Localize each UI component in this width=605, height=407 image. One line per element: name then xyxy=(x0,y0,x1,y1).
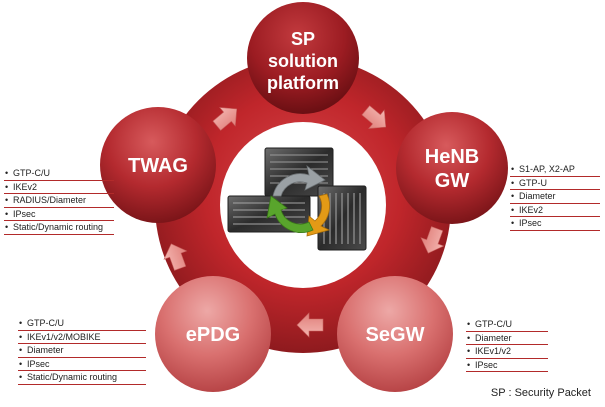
list-item: RADIUS/Diameter xyxy=(4,194,114,208)
node-twag: TWAG xyxy=(100,107,216,223)
flow-arrow-epdg-to-twag xyxy=(163,243,188,271)
flow-arrow-segw-to-epdg xyxy=(296,312,324,338)
list-item: IKEv2 xyxy=(4,181,114,195)
list-item: IPsec xyxy=(466,359,548,373)
list-item: Diameter xyxy=(18,344,146,358)
list-item: GTP-U xyxy=(510,177,600,191)
node-epdg-label: ePDG xyxy=(186,324,240,346)
list-item: Static/Dynamic routing xyxy=(4,221,114,235)
cycle-arrows-icon xyxy=(266,165,331,237)
henb-protocol-list: S1-AP, X2-AP GTP-U Diameter IKEv2 IPsec xyxy=(510,163,600,231)
node-henb-label-line-2: GW xyxy=(435,170,470,192)
flow-arrow-twag-to-sp xyxy=(212,107,238,131)
list-item: Diameter xyxy=(510,190,600,204)
list-item: IPsec xyxy=(4,208,114,222)
list-item: GTP-C/U xyxy=(4,167,114,181)
list-item: IKEv1/v2/MOBIKE xyxy=(18,331,146,345)
node-segw: SeGW xyxy=(337,276,453,392)
node-twag-label: TWAG xyxy=(128,155,188,177)
node-henb-label-line-1: HeNB xyxy=(425,146,479,168)
segw-protocol-list: GTP-C/U Diameter IKEv1/v2 IPsec xyxy=(466,318,548,373)
node-sp-solution-platform: SP solution platform xyxy=(247,2,359,114)
list-item: IKEv2 xyxy=(510,204,600,218)
node-sp-label-line-3: platform xyxy=(267,73,339,93)
list-item: IPsec xyxy=(18,358,146,372)
node-henb-gw: HeNB GW xyxy=(396,112,508,224)
twag-protocol-list: GTP-C/U IKEv2 RADIUS/Diameter IPsec Stat… xyxy=(4,167,114,235)
flow-arrow-sp-to-henb xyxy=(361,105,387,129)
node-epdg: ePDG xyxy=(155,276,271,392)
node-sp-label-line-1: SP xyxy=(291,29,315,49)
list-item: Static/Dynamic routing xyxy=(18,371,146,385)
footnote: SP : Security Packet xyxy=(490,387,591,399)
list-item: IKEv1/v2 xyxy=(466,345,548,359)
list-item: Diameter xyxy=(466,332,548,346)
epdg-protocol-list: GTP-C/U IKEv1/v2/MOBIKE Diameter IPsec S… xyxy=(18,317,146,385)
list-item: IPsec xyxy=(510,217,600,231)
list-item: S1-AP, X2-AP xyxy=(510,163,600,177)
flow-arrow-henb-to-segw xyxy=(420,226,445,254)
list-item: GTP-C/U xyxy=(18,317,146,331)
node-segw-label: SeGW xyxy=(366,324,425,346)
node-sp-label-line-2: solution xyxy=(268,51,338,71)
list-item: GTP-C/U xyxy=(466,318,548,332)
